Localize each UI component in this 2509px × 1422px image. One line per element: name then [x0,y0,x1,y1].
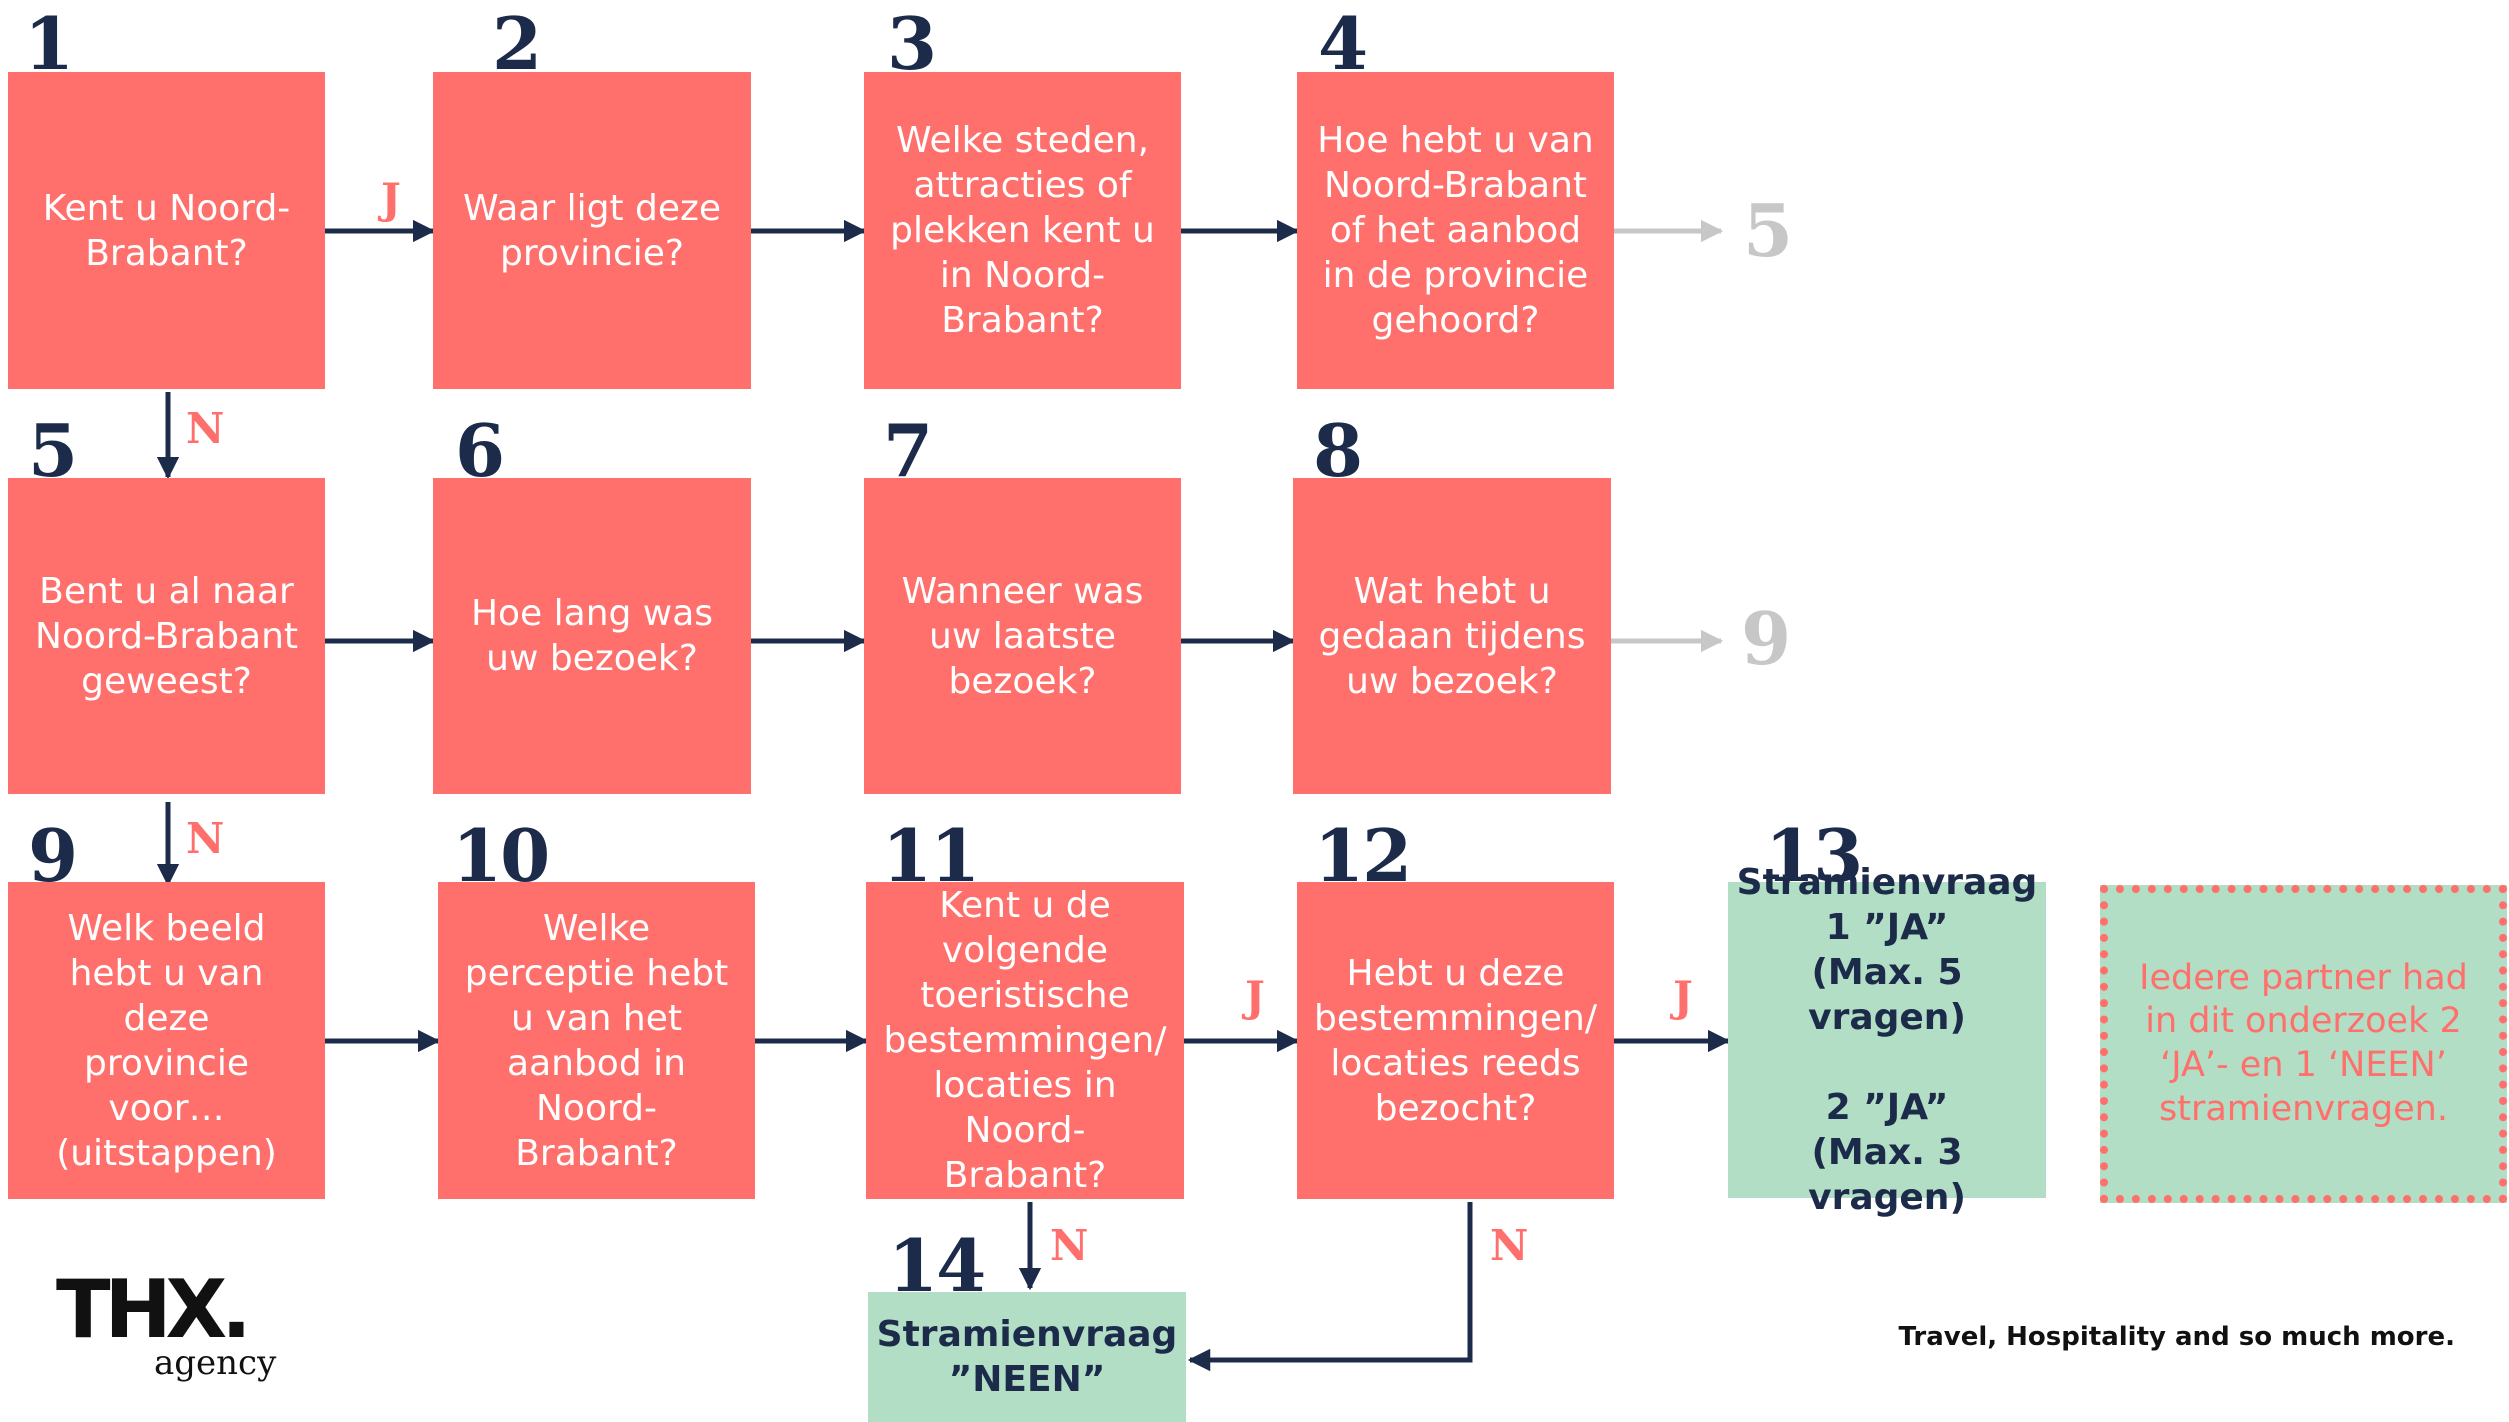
logo-subtitle: agency [154,1343,277,1383]
question-text-2: Waar ligt deze provincie? [462,187,722,274]
step-number-5: 5 [28,408,78,493]
goto-number-row2: 9 [1741,596,1791,681]
question-box-2: Waar ligt deze provincie? [433,72,751,389]
question-box-11: Kent u de volgende toeristische bestemmi… [866,882,1184,1199]
outcome-box-13: Stramienvraag 1 ”JA” (Max. 5 vragen) 2 ”… [1728,862,2046,1218]
step-number-10: 10 [452,813,550,898]
step-number-2: 2 [492,1,542,86]
question-text-5: Bent u al naar Noord-Brabant geweest? [34,570,299,702]
question-text-12: Hebt u deze bestemmingen/ locaties reeds… [1314,952,1597,1129]
question-text-9: Welk beeld hebt u van deze provincie voo… [56,907,277,1174]
question-box-3: Welke steden, attracties of plekken kent… [864,72,1181,389]
label-yes-11-12: J [1245,972,1265,1021]
goto-number-row1: 5 [1743,188,1793,273]
step-number-13: 13 [1765,813,1863,898]
step-number-9: 9 [28,813,78,898]
outcome-text-14: Stramienvraag ”NEEN” [876,1314,1178,1400]
label-no-11-14: N [1050,1221,1089,1270]
label-no-1-5: N [186,404,225,453]
step-number-11: 11 [882,813,980,898]
outcome-text-13: Stramienvraag 1 ”JA” (Max. 5 vragen) 2 ”… [1736,862,2038,1218]
question-box-9: Welk beeld hebt u van deze provincie voo… [8,882,325,1199]
note-text: Iedere partner had in dit onderzoek 2 ‘J… [2139,957,2468,1129]
step-number-4: 4 [1318,1,1368,86]
question-box-5: Bent u al naar Noord-Brabant geweest? [8,478,325,794]
question-box-6: Hoe lang was uw bezoek? [433,478,751,794]
step-number-14: 14 [888,1223,986,1308]
question-box-4: Hoe hebt u van Noord-Brabant of het aanb… [1297,72,1614,389]
question-text-3: Welke steden, attracties of plekken kent… [890,120,1155,341]
step-number-7: 7 [883,408,933,493]
thx-agency-logo: THX. agency [56,1270,276,1390]
question-box-8: Wat hebt u gedaan tijdens uw bezoek? [1293,478,1611,794]
question-text-6: Hoe lang was uw bezoek? [470,593,714,679]
step-number-8: 8 [1313,408,1363,493]
label-no-12-14: N [1490,1221,1529,1270]
arrow-12-14 [1187,1202,1473,1372]
outcome-box-14: Stramienvraag ”NEEN” [868,1292,1186,1422]
tagline: Travel, Hospitality and so much more. [1898,1322,2456,1352]
question-box-10: Welke perceptie hebt u van het aanbod in… [438,882,755,1199]
label-yes-1-2: J [381,174,401,223]
step-number-3: 3 [887,1,937,86]
question-box-7: Wanneer was uw laatste bezoek? [864,478,1181,794]
question-text-4: Hoe hebt u van Noord-Brabant of het aanb… [1317,120,1594,341]
step-number-6: 6 [455,408,505,493]
step-number-1: 1 [24,1,74,86]
logo-wordmark: THX. [56,1263,252,1356]
note-box: Iedere partner had in dit onderzoek 2 ‘J… [2100,885,2507,1203]
label-yes-12-13: J [1673,972,1693,1021]
question-text-7: Wanneer was uw laatste bezoek? [901,570,1144,702]
question-text-8: Wat hebt u gedaan tijdens uw bezoek? [1318,570,1586,702]
question-text-10: Welke perceptie hebt u van het aanbod in… [464,907,729,1174]
step-number-12: 12 [1314,813,1412,898]
question-box-1: Kent u Noord- Brabant? [8,72,325,389]
question-text-11: Kent u de volgende toeristische bestemmi… [883,885,1167,1196]
label-no-5-9: N [186,814,225,863]
question-box-12: Hebt u deze bestemmingen/ locaties reeds… [1297,882,1614,1199]
question-text-1: Kent u Noord- Brabant? [42,187,291,274]
